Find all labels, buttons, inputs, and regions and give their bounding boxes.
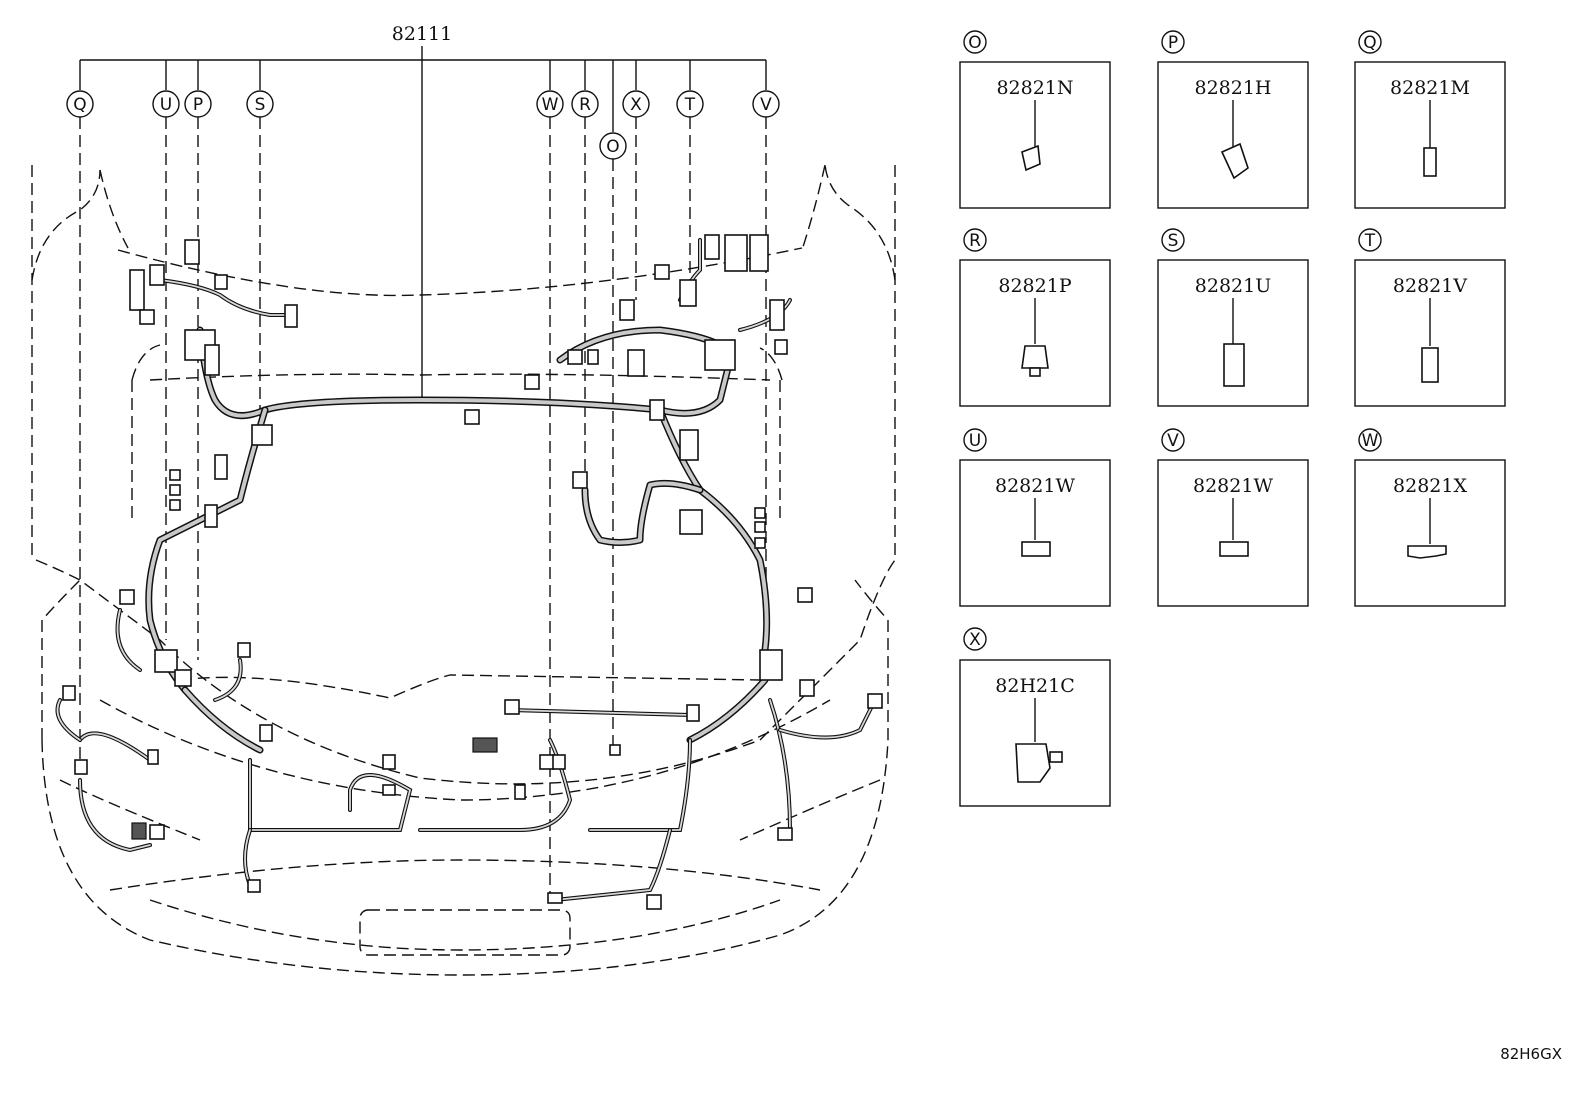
connector-box-t[interactable]: T 82821V — [1354, 228, 1506, 407]
vehicle-outline — [31, 164, 896, 976]
svg-text:82821N: 82821N — [996, 77, 1073, 99]
svg-text:S: S — [1168, 231, 1179, 251]
svg-text:W: W — [542, 95, 559, 115]
svg-text:82821M: 82821M — [1390, 77, 1470, 99]
svg-text:82821W: 82821W — [1193, 475, 1273, 497]
svg-text:82821U: 82821U — [1195, 275, 1271, 297]
callout-o[interactable]: O — [599, 132, 627, 160]
callout-x[interactable]: X — [622, 90, 650, 118]
svg-text:V: V — [1167, 431, 1179, 451]
callout-t[interactable]: T — [676, 90, 704, 118]
branch-wires — [55, 238, 877, 902]
svg-text:U: U — [969, 431, 981, 451]
svg-text:T: T — [1364, 231, 1376, 251]
main-part-number[interactable]: 82111 — [392, 23, 452, 45]
connector-box-v[interactable]: V 82821W — [1157, 428, 1309, 607]
svg-text:82821P: 82821P — [998, 275, 1071, 297]
diagram-code: 82H6GX — [1500, 1045, 1562, 1063]
connector-box-w[interactable]: W 82821X — [1354, 428, 1506, 607]
svg-text:82821W: 82821W — [995, 475, 1075, 497]
connector-box-x[interactable]: X 82H21C — [959, 627, 1111, 807]
svg-text:S: S — [255, 95, 266, 115]
svg-text:T: T — [684, 95, 696, 115]
svg-text:R: R — [969, 231, 981, 251]
connector-box-r[interactable]: R 82821P — [959, 228, 1111, 407]
svg-text:P: P — [1168, 33, 1178, 53]
svg-text:V: V — [760, 95, 772, 115]
callout-leaders — [79, 117, 767, 900]
svg-text:P: P — [193, 95, 203, 115]
callout-p[interactable]: P — [184, 90, 212, 118]
callout-v[interactable]: V — [752, 90, 780, 118]
callout-u[interactable]: U — [152, 90, 180, 118]
main-harness[interactable] — [145, 326, 771, 754]
connector-box-u[interactable]: U 82821W — [959, 428, 1111, 607]
callout-r[interactable]: R — [571, 90, 599, 118]
connector-box-p[interactable]: P 82821H — [1157, 30, 1309, 209]
svg-text:U: U — [160, 95, 172, 115]
svg-text:82821H: 82821H — [1194, 77, 1271, 99]
callout-q[interactable]: Q — [66, 90, 94, 118]
svg-text:82H21C: 82H21C — [995, 675, 1074, 697]
svg-text:W: W — [1362, 431, 1379, 451]
svg-text:O: O — [968, 33, 981, 53]
svg-text:X: X — [969, 630, 981, 650]
callout-w[interactable]: W — [536, 90, 564, 118]
callout-bracket — [79, 46, 767, 398]
harness-connectors — [62, 234, 883, 910]
svg-text:82821V: 82821V — [1393, 275, 1467, 297]
svg-text:O: O — [606, 137, 619, 157]
svg-text:Q: Q — [73, 95, 86, 115]
connector-box-q[interactable]: Q 82821M — [1354, 30, 1506, 209]
svg-text:X: X — [630, 95, 642, 115]
svg-text:Q: Q — [1363, 33, 1376, 53]
connector-box-o[interactable]: O 82821N — [959, 30, 1111, 209]
svg-text:R: R — [579, 95, 591, 115]
svg-text:82821X: 82821X — [1393, 475, 1467, 497]
connector-box-s[interactable]: S 82821U — [1157, 228, 1309, 407]
callout-s[interactable]: S — [246, 90, 274, 118]
